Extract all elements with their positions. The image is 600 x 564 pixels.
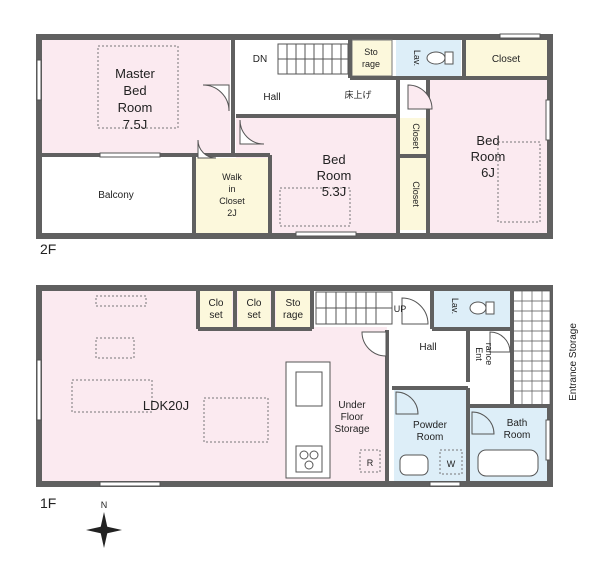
powder-label-2: Room (417, 432, 444, 443)
1f-fixtures (399, 301, 539, 477)
1f-hall-label: Hall (419, 342, 436, 353)
underfloor-label-3: Storage (334, 424, 369, 435)
1f-closet-1-floor (200, 291, 232, 327)
underfloor-mark: R (367, 458, 374, 468)
2f-closet-top-floor (466, 40, 547, 76)
entrance-label-1: Ent (474, 347, 484, 361)
compass-icon: N (86, 500, 122, 548)
entrance-label-2: rance (484, 343, 494, 366)
ldk-label: LDK20J (143, 398, 189, 413)
1f-storage-label-1: Sto (285, 298, 300, 309)
1f-closet-2-floor (238, 291, 270, 327)
entrance-label: Entrance (474, 343, 494, 366)
compass-north-label: N (101, 500, 108, 510)
1f-windows (36, 359, 551, 487)
master-bed-label-4: 7.5J (123, 117, 148, 132)
2f-closet-top-label: Closet (492, 54, 521, 65)
floor-label-2f: 2F (40, 241, 56, 257)
kitchen-counter (285, 361, 331, 479)
bed-right-label-3: 6J (481, 165, 495, 180)
2f-door-swings (197, 84, 433, 159)
1f-closet-1-label-1: Clo (208, 298, 223, 309)
bath-label-2: Room (504, 430, 531, 441)
svg-text:Storage: Sto rage (362, 47, 380, 69)
underfloor-label-1: Under (338, 400, 366, 411)
1f-interior-walls (196, 288, 550, 484)
master-bed-label-3: Room (118, 100, 153, 115)
1f-door-swings (361, 297, 511, 435)
first-floor: Closet Closet Storage UP Lav. Entrance H… (36, 285, 579, 511)
2f-lav-label: Lav. (412, 50, 422, 66)
underfloor-label-2: Floor (341, 412, 364, 423)
wic-label-3: Closet (219, 196, 245, 206)
2f-closet-mid-1-label: Closet (411, 123, 421, 149)
walk-in-closet-floor (196, 158, 268, 233)
washer-mark: W (447, 459, 456, 469)
2f-windows (36, 33, 551, 237)
2f-toilet-icon (426, 51, 454, 65)
1f-closet-2-label-1: Clo (246, 298, 261, 309)
wic-label-1: Walk (222, 172, 242, 182)
1f-storage-floor (276, 291, 310, 327)
bed-right-label-2: Room (471, 149, 506, 164)
powder-label-1: Powder (413, 420, 448, 431)
2f-hall-label: Hall (263, 92, 280, 103)
2f-storage-floor (351, 39, 393, 77)
wic-label-4: 2J (227, 208, 237, 218)
master-bed-label-2: Bed (123, 83, 146, 98)
1f-up-label: UP (394, 304, 407, 314)
bath-label-1: Bath (507, 418, 528, 429)
2f-stairs (277, 43, 349, 75)
floor-raise-label: 床上げ (344, 89, 371, 100)
1f-lav-label: Lav. (450, 298, 460, 314)
bed-right-label-1: Bed (476, 133, 499, 148)
master-bed-label-1: Master (115, 66, 155, 81)
2f-dn-label: DN (253, 54, 267, 65)
balcony-floor (42, 158, 192, 233)
entrance-storage-label: Entrance Storage (568, 323, 579, 401)
2f-closet-mid-2-floor (400, 158, 426, 230)
master-bed-room-floor (42, 40, 230, 153)
balcony-label: Balcony (98, 190, 134, 201)
ldk-furniture (71, 295, 463, 475)
2f-storage-label-2: rage (362, 59, 380, 69)
svg-text:Closet: Closet (246, 298, 261, 321)
1f-closet-2-label-2: set (247, 310, 261, 321)
1f-closet-1-label-2: set (209, 310, 223, 321)
2f-beds (97, 45, 541, 227)
1f-storage-label-2: rage (283, 310, 303, 321)
bed-mid-label-2: Room (317, 168, 352, 183)
2f-storage-label-1: Sto (364, 47, 378, 57)
floor-label-1f: 1F (40, 495, 56, 511)
wic-label-2: in (228, 184, 235, 194)
svg-text:Storage: Storage (283, 298, 303, 321)
svg-text:Closet: Closet (208, 298, 223, 321)
bed-mid-label-3: 5.3J (322, 184, 347, 199)
1f-stairs (315, 291, 393, 325)
2f-closet-mid-2-label: Closet (411, 181, 421, 207)
2f-closet-mid-1-floor (400, 118, 426, 154)
bed-room-6j-floor (430, 80, 547, 233)
bed-mid-label-1: Bed (322, 152, 345, 167)
2f-interior-walls (39, 37, 550, 236)
entrance-storage-tiles (511, 290, 551, 406)
